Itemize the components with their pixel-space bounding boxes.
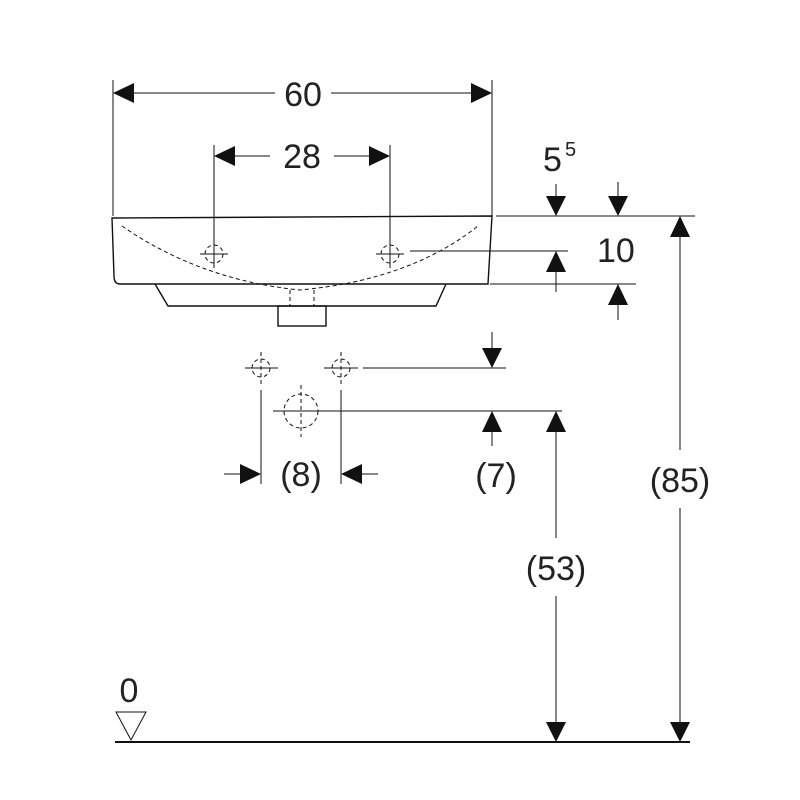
floor-level-label: 0 xyxy=(120,672,139,710)
dimension-label-10: 10 xyxy=(597,232,635,270)
dimension-label-7: (7) xyxy=(475,457,517,495)
dimension-waste-spacing: (8) xyxy=(224,390,378,494)
dimension-rim-offset: 5 5 xyxy=(496,139,695,217)
dimension-label-85: (85) xyxy=(650,462,710,500)
dimension-rim-height: (85) xyxy=(650,216,710,742)
dimension-overall-width: 60 xyxy=(112,76,493,216)
floor-level: 0 xyxy=(115,672,690,743)
dimension-label-5: 5 xyxy=(543,141,562,179)
dimension-label-60: 60 xyxy=(284,76,322,114)
supply-point-right-icon xyxy=(324,352,358,384)
dimension-label-53: (53) xyxy=(526,550,586,588)
wall-connection-points xyxy=(245,352,562,437)
dimension-waste-drop: (7) xyxy=(475,332,517,495)
basin-outline xyxy=(111,215,493,327)
dimension-label-28: 28 xyxy=(283,138,321,176)
supply-point-left-icon xyxy=(245,352,278,384)
dimension-label-5-superscript: 5 xyxy=(565,139,576,161)
level-marker-icon xyxy=(115,711,147,742)
dimension-tap-spacing: 28 xyxy=(213,138,391,268)
dimension-label-8: (8) xyxy=(280,456,322,494)
dimension-bowl-depth: 10 xyxy=(410,232,636,320)
dimension-waste-height: (53) xyxy=(526,411,586,742)
